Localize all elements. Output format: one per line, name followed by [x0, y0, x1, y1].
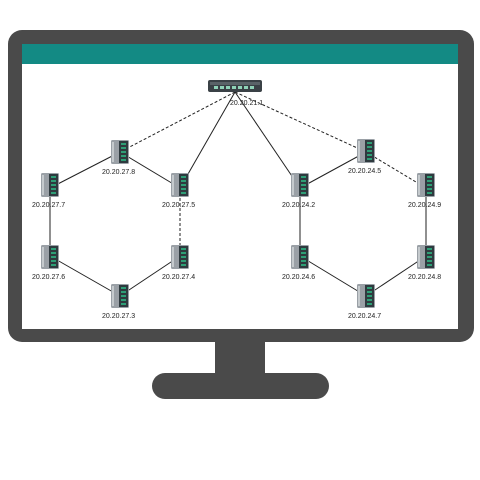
node-label: 20.20.27.7	[32, 202, 65, 209]
node-label: 20.20.24.6	[282, 274, 315, 281]
node-label: 20.20.24.9	[408, 202, 441, 209]
device-icon	[291, 245, 309, 269]
monitor-stand-base	[152, 373, 329, 399]
link-n247-n248	[365, 255, 427, 297]
link-n276-n273	[49, 255, 121, 297]
device-icon	[417, 245, 435, 269]
node-n277: 20.20.27.7	[32, 173, 65, 209]
device-icon	[41, 245, 59, 269]
link-n245-n242	[299, 151, 367, 189]
node-n248: 20.20.24.8	[408, 245, 441, 281]
core-switch-icon	[208, 80, 262, 92]
link-core-n275	[179, 91, 236, 189]
link-n245-n249	[365, 151, 427, 189]
core-switch-label: 20.20.21.1	[230, 100, 263, 107]
device-icon	[171, 173, 189, 197]
nodes-layer: 20.20.27.8 20.20.27.7 20.20.27.5 20.20.27.6…	[32, 139, 441, 320]
node-label: 20.20.24.7	[348, 313, 381, 320]
device-icon	[111, 140, 129, 164]
node-label: 20.20.27.8	[102, 169, 135, 176]
node-n278: 20.20.27.8	[102, 140, 135, 176]
node-n242: 20.20.24.2	[282, 173, 315, 209]
device-icon	[417, 173, 435, 197]
device-icon	[357, 284, 375, 308]
node-n276: 20.20.27.6	[32, 245, 65, 281]
link-core-n245	[234, 91, 367, 153]
node-label: 20.20.27.3	[102, 313, 135, 320]
link-core-n278	[119, 91, 236, 153]
node-label: 20.20.27.4	[162, 274, 195, 281]
link-n278-n277	[49, 151, 121, 189]
node-n245: 20.20.24.5	[348, 139, 381, 175]
node-n274: 20.20.27.4	[162, 245, 195, 281]
device-icon	[41, 173, 59, 197]
link-n278-n275	[119, 151, 181, 189]
link-n246-n247	[299, 255, 367, 297]
node-label: 20.20.24.5	[348, 168, 381, 175]
screen-header-bar	[22, 44, 458, 64]
device-icon	[291, 173, 309, 197]
device-icon	[171, 245, 189, 269]
monitor-stand-neck	[215, 342, 265, 376]
node-n246: 20.20.24.6	[282, 245, 315, 281]
device-icon	[357, 139, 375, 163]
node-label: 20.20.27.5	[162, 202, 195, 209]
node-label: 20.20.24.8	[408, 274, 441, 281]
node-n275: 20.20.27.5	[162, 173, 195, 209]
link-core-n242	[234, 91, 301, 189]
node-label: 20.20.24.2	[282, 202, 315, 209]
node-label: 20.20.27.6	[32, 274, 65, 281]
link-n273-n274	[119, 255, 181, 297]
node-n249: 20.20.24.9	[408, 173, 441, 209]
core-switch: 20.20.21.1	[208, 80, 263, 107]
device-icon	[111, 284, 129, 308]
node-n247: 20.20.24.7	[348, 284, 381, 320]
node-n273: 20.20.27.3	[102, 284, 135, 320]
links-layer	[49, 91, 427, 297]
